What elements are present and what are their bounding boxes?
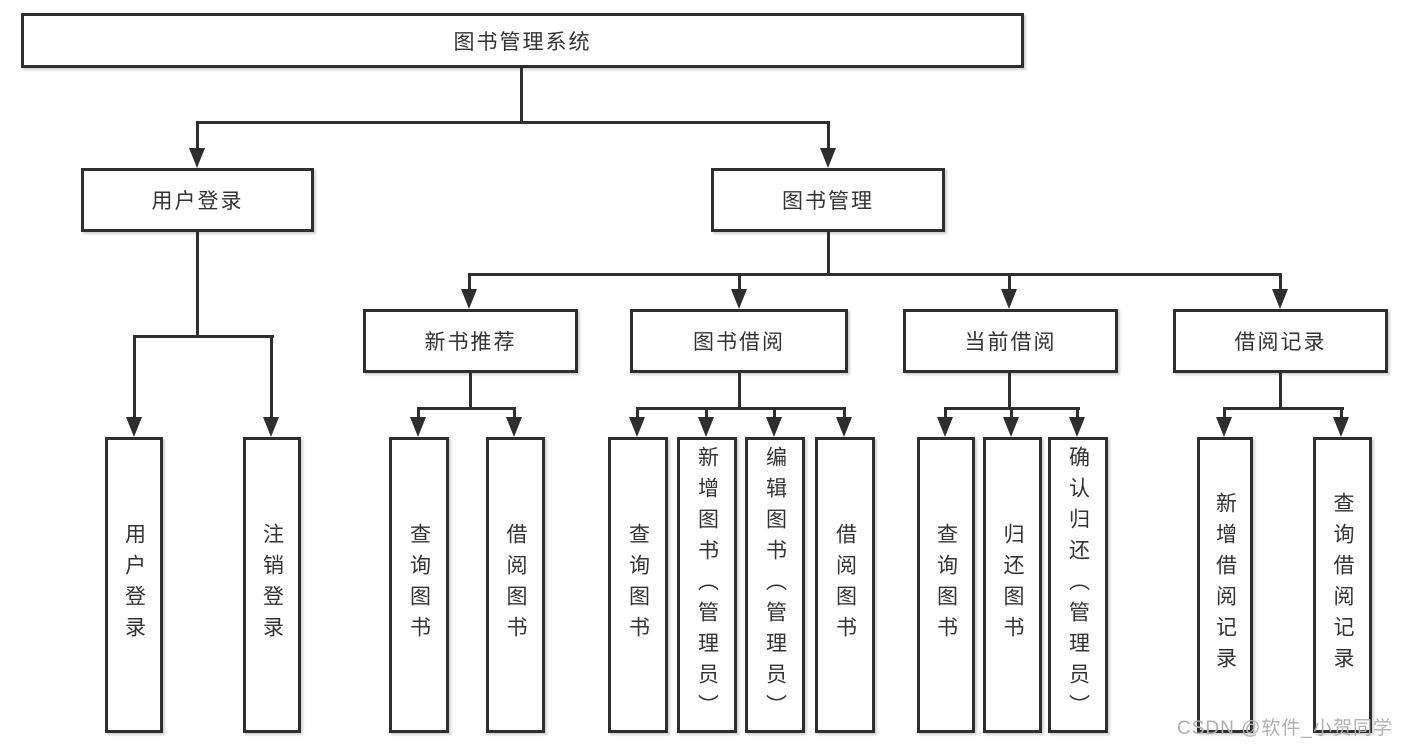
node-label: 图书管理 bbox=[782, 190, 874, 213]
node-label: 借阅图书 bbox=[504, 523, 527, 647]
connector-line bbox=[705, 407, 708, 417]
connector-line bbox=[468, 273, 471, 289]
arrowhead-icon bbox=[1333, 417, 1349, 437]
arrowhead-icon bbox=[506, 417, 522, 437]
arrowhead-icon bbox=[1001, 289, 1017, 309]
connector-line bbox=[196, 121, 830, 124]
node-label: 借阅图书 bbox=[833, 523, 857, 647]
node-book-management: 图书管理 bbox=[711, 168, 945, 232]
node-new-book-recommend: 新书推荐 bbox=[363, 309, 578, 373]
connector-line bbox=[1010, 407, 1013, 417]
leaf-borrow-books: 借阅图书 bbox=[815, 437, 875, 733]
connector-line bbox=[417, 407, 516, 410]
node-label: 图书管理系统 bbox=[453, 30, 592, 54]
node-label: 用户登录 bbox=[151, 190, 244, 213]
leaf-query-borrow-record: 查询借阅记录 bbox=[1313, 437, 1372, 733]
node-book-borrowing: 图书借阅 bbox=[630, 309, 848, 373]
connector-line bbox=[1008, 273, 1011, 289]
arrowhead-icon bbox=[937, 417, 953, 437]
connector-line bbox=[1223, 407, 1226, 417]
connector-line bbox=[738, 273, 741, 289]
connector-line bbox=[1223, 407, 1344, 410]
connector-line bbox=[636, 407, 639, 417]
connector-line bbox=[469, 373, 472, 407]
arrowhead-icon bbox=[410, 417, 426, 437]
connector-line bbox=[827, 121, 830, 148]
connector-line bbox=[468, 273, 1282, 276]
connector-line bbox=[944, 407, 947, 417]
node-label: 查询图书 bbox=[934, 523, 958, 647]
leaf-edit-books-admin: 编辑图书（管理员） bbox=[745, 437, 805, 733]
arrowhead-icon bbox=[836, 417, 852, 437]
arrowhead-icon bbox=[1069, 417, 1085, 437]
connector-line bbox=[843, 407, 846, 417]
node-label: 查询借阅记录 bbox=[1331, 492, 1354, 678]
node-label: 当前借阅 bbox=[964, 331, 1057, 354]
leaf-query-books-current: 查询图书 bbox=[917, 437, 975, 733]
leaf-user-login: 用户登录 bbox=[105, 437, 163, 733]
node-label: 确认归还（管理员） bbox=[1066, 445, 1090, 725]
arrowhead-icon bbox=[629, 417, 645, 437]
leaf-add-books-admin: 新增图书（管理员） bbox=[677, 437, 737, 733]
node-label: 编辑图书（管理员） bbox=[763, 445, 787, 725]
connector-line bbox=[1076, 407, 1079, 417]
node-root-library-system: 图书管理系统 bbox=[21, 13, 1024, 68]
arrowhead-icon bbox=[1216, 417, 1232, 437]
leaf-confirm-return-admin: 确认归还（管理员） bbox=[1048, 437, 1108, 733]
connector-line bbox=[196, 232, 199, 335]
leaf-logout: 注销登录 bbox=[243, 437, 301, 733]
arrowhead-icon bbox=[1272, 289, 1288, 309]
connector-line bbox=[520, 68, 523, 121]
node-label: 查询图书 bbox=[407, 523, 431, 647]
connector-line bbox=[133, 335, 136, 417]
arrowhead-icon bbox=[189, 148, 205, 168]
arrowhead-icon bbox=[731, 289, 747, 309]
node-label: 借阅记录 bbox=[1234, 331, 1327, 354]
leaf-borrow-books-recommend: 借阅图书 bbox=[486, 437, 545, 733]
connector-line bbox=[827, 232, 830, 273]
node-label: 新书推荐 bbox=[424, 331, 517, 354]
node-label: 图书借阅 bbox=[693, 331, 785, 354]
connector-line bbox=[270, 335, 273, 417]
node-label: 注销登录 bbox=[260, 523, 284, 647]
node-current-borrowing: 当前借阅 bbox=[903, 309, 1118, 373]
connector-line bbox=[636, 407, 846, 410]
node-label: 新增借阅记录 bbox=[1213, 492, 1237, 678]
connector-line bbox=[513, 407, 516, 417]
node-label: 新增图书（管理员） bbox=[695, 445, 719, 725]
arrowhead-icon bbox=[461, 289, 477, 309]
connector-line bbox=[1008, 373, 1011, 407]
connector-line bbox=[773, 407, 776, 417]
leaf-query-books-recommend: 查询图书 bbox=[389, 437, 449, 733]
connector-line bbox=[1279, 273, 1282, 289]
arrowhead-icon bbox=[766, 417, 782, 437]
node-label: 用户登录 bbox=[122, 523, 146, 647]
connector-line bbox=[417, 407, 420, 417]
leaf-return-books: 归还图书 bbox=[983, 437, 1042, 733]
node-borrowing-records: 借阅记录 bbox=[1173, 309, 1388, 373]
connector-line bbox=[1279, 373, 1282, 407]
csdn-watermark: CSDN @软件_小贺同学 bbox=[1177, 718, 1393, 739]
connector-line bbox=[1340, 407, 1343, 417]
arrowhead-icon bbox=[126, 417, 142, 437]
node-label: 查询图书 bbox=[626, 523, 650, 647]
leaf-query-books-borrow: 查询图书 bbox=[608, 437, 668, 733]
node-label: 归还图书 bbox=[1001, 523, 1024, 647]
arrowhead-icon bbox=[263, 417, 279, 437]
connector-line bbox=[196, 121, 199, 148]
connector-line bbox=[133, 335, 274, 338]
leaf-add-borrow-record: 新增借阅记录 bbox=[1197, 437, 1253, 733]
node-user-login: 用户登录 bbox=[81, 168, 314, 232]
arrowhead-icon bbox=[820, 148, 836, 168]
arrowhead-icon bbox=[698, 417, 714, 437]
connector-line bbox=[738, 373, 741, 407]
arrowhead-icon bbox=[1003, 417, 1019, 437]
